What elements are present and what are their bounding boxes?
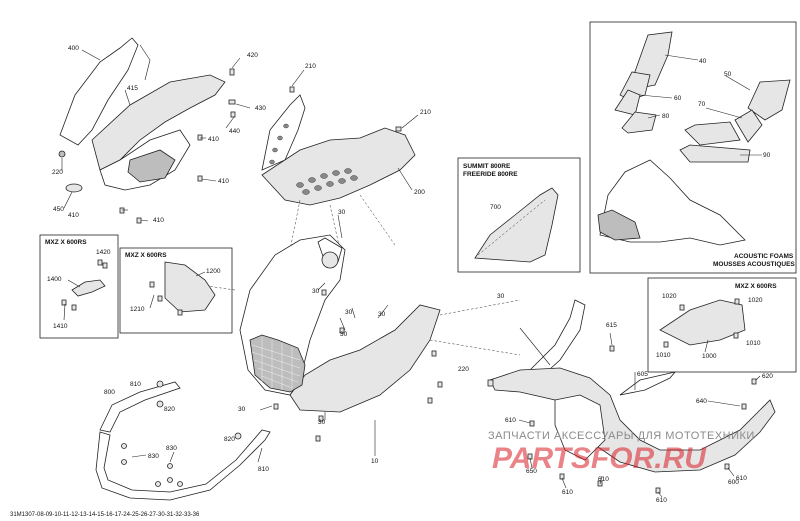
callout-415: 415 (127, 85, 138, 92)
callout-1410: 1410 (53, 323, 68, 330)
callout-90: 90 (763, 152, 771, 159)
callout-30-a: 30 (338, 209, 346, 216)
mesh-grille (251, 337, 301, 391)
callout-1010-b: 1010 (746, 340, 761, 347)
callout-30-d: 30 (340, 331, 348, 338)
bellypan-600 (487, 299, 776, 498)
callout-820-a: 820 (164, 406, 175, 413)
summit-title-2: FREERIDE 800RE (463, 171, 518, 178)
mxz-box-mid (119, 247, 233, 334)
callout-30-c: 30 (345, 309, 353, 316)
callout-220-b: 220 (458, 366, 469, 373)
callout-1210: 1210 (130, 306, 145, 313)
callout-30-e: 30 (378, 311, 386, 318)
watermark: ЗАПЧАСТИ АКСЕССУАРЫ ДЛЯ МОТОТЕХНИКИ PART… (488, 430, 755, 475)
callout-430: 430 (255, 105, 266, 112)
callout-40: 40 (699, 58, 707, 65)
callout-30-b: 30 (312, 288, 320, 295)
callout-600: 600 (728, 479, 739, 486)
callout-1020-a: 1020 (662, 293, 677, 300)
callout-640: 640 (696, 398, 707, 405)
callout-610-d: 610 (656, 497, 667, 504)
callout-80: 80 (662, 113, 670, 120)
callout-30-f: 30 (497, 293, 505, 300)
callout-labels: 400 415 420 430 440 410 410 410 410 220 … (47, 45, 773, 504)
callout-700: 700 (490, 204, 501, 211)
callout-830-b: 830 (166, 445, 177, 452)
callout-800: 800 (104, 389, 115, 396)
acoustic-title-2: MOUSSES ACOUSTIQUES (713, 261, 795, 268)
summit-box (457, 157, 581, 273)
watermark-logo: PARTSFOR.RU (492, 442, 707, 475)
panel-200 (261, 69, 419, 251)
watermark-tagline: ЗАПЧАСТИ АКСЕССУАРЫ ДЛЯ МОТОТЕХНИКИ (488, 430, 755, 442)
callout-1020-b: 1020 (748, 297, 763, 304)
callout-30-g: 30 (238, 406, 246, 413)
box-titles: MXZ X 600RS MXZ X 600RS MXZ X 600RS SUMM… (45, 163, 795, 290)
callout-610-b: 610 (562, 489, 573, 496)
callout-400: 400 (68, 45, 79, 52)
callout-10: 10 (371, 458, 379, 465)
mxz-right-title: MXZ X 600RS (735, 283, 777, 290)
callout-450: 450 (53, 206, 64, 213)
callout-620: 620 (762, 373, 773, 380)
callout-410-b: 410 (218, 178, 229, 185)
hood-assembly (199, 214, 521, 456)
vent-holes (269, 123, 358, 195)
callout-610-e: 610 (736, 475, 747, 482)
callout-60: 60 (674, 95, 682, 102)
callout-610-a: 610 (505, 417, 516, 424)
callout-410-a: 410 (208, 136, 219, 143)
callout-830-a: 830 (148, 453, 159, 460)
mxz-box-left (39, 234, 119, 339)
callout-650: 650 (526, 468, 537, 475)
callout-615: 615 (606, 322, 617, 329)
callout-220-a: 220 (52, 169, 63, 176)
reference-code: 31M1307-08-09-10-11-12-13-14-15-16-17-24… (10, 512, 200, 518)
callout-410-d: 410 (153, 217, 164, 224)
callout-810-a: 810 (130, 381, 141, 388)
callout-610-c: 610 (598, 476, 609, 483)
callout-210-a: 210 (305, 63, 316, 70)
callout-50: 50 (724, 71, 732, 78)
mxz-box-right (647, 277, 797, 373)
callout-1420: 1420 (96, 249, 111, 256)
callout-440: 440 (229, 128, 240, 135)
summit-title-1: SUMMIT 800RE (463, 163, 511, 170)
callout-410-c: 410 (68, 212, 79, 219)
callout-200: 200 (414, 189, 425, 196)
callout-70: 70 (698, 101, 706, 108)
callout-605: 605 (637, 371, 648, 378)
callout-1000: 1000 (702, 353, 717, 360)
console-assembly (58, 37, 251, 224)
callout-1010-a: 1010 (656, 352, 671, 359)
callout-30-h: 30 (318, 419, 326, 426)
callout-210-b: 210 (420, 109, 431, 116)
acoustic-title-1: ACOUSTIC FOAMS (734, 253, 794, 260)
bumper-800 (95, 380, 271, 501)
callout-1400: 1400 (47, 276, 62, 283)
mxz-mid-title: MXZ X 600RS (125, 252, 167, 259)
callout-810-b: 810 (258, 466, 269, 473)
callout-1200: 1200 (206, 268, 221, 275)
acoustic-box (589, 21, 797, 274)
mxz-left-title: MXZ X 600RS (45, 239, 87, 246)
callout-420: 420 (247, 52, 258, 59)
callout-820-b: 820 (224, 436, 235, 443)
